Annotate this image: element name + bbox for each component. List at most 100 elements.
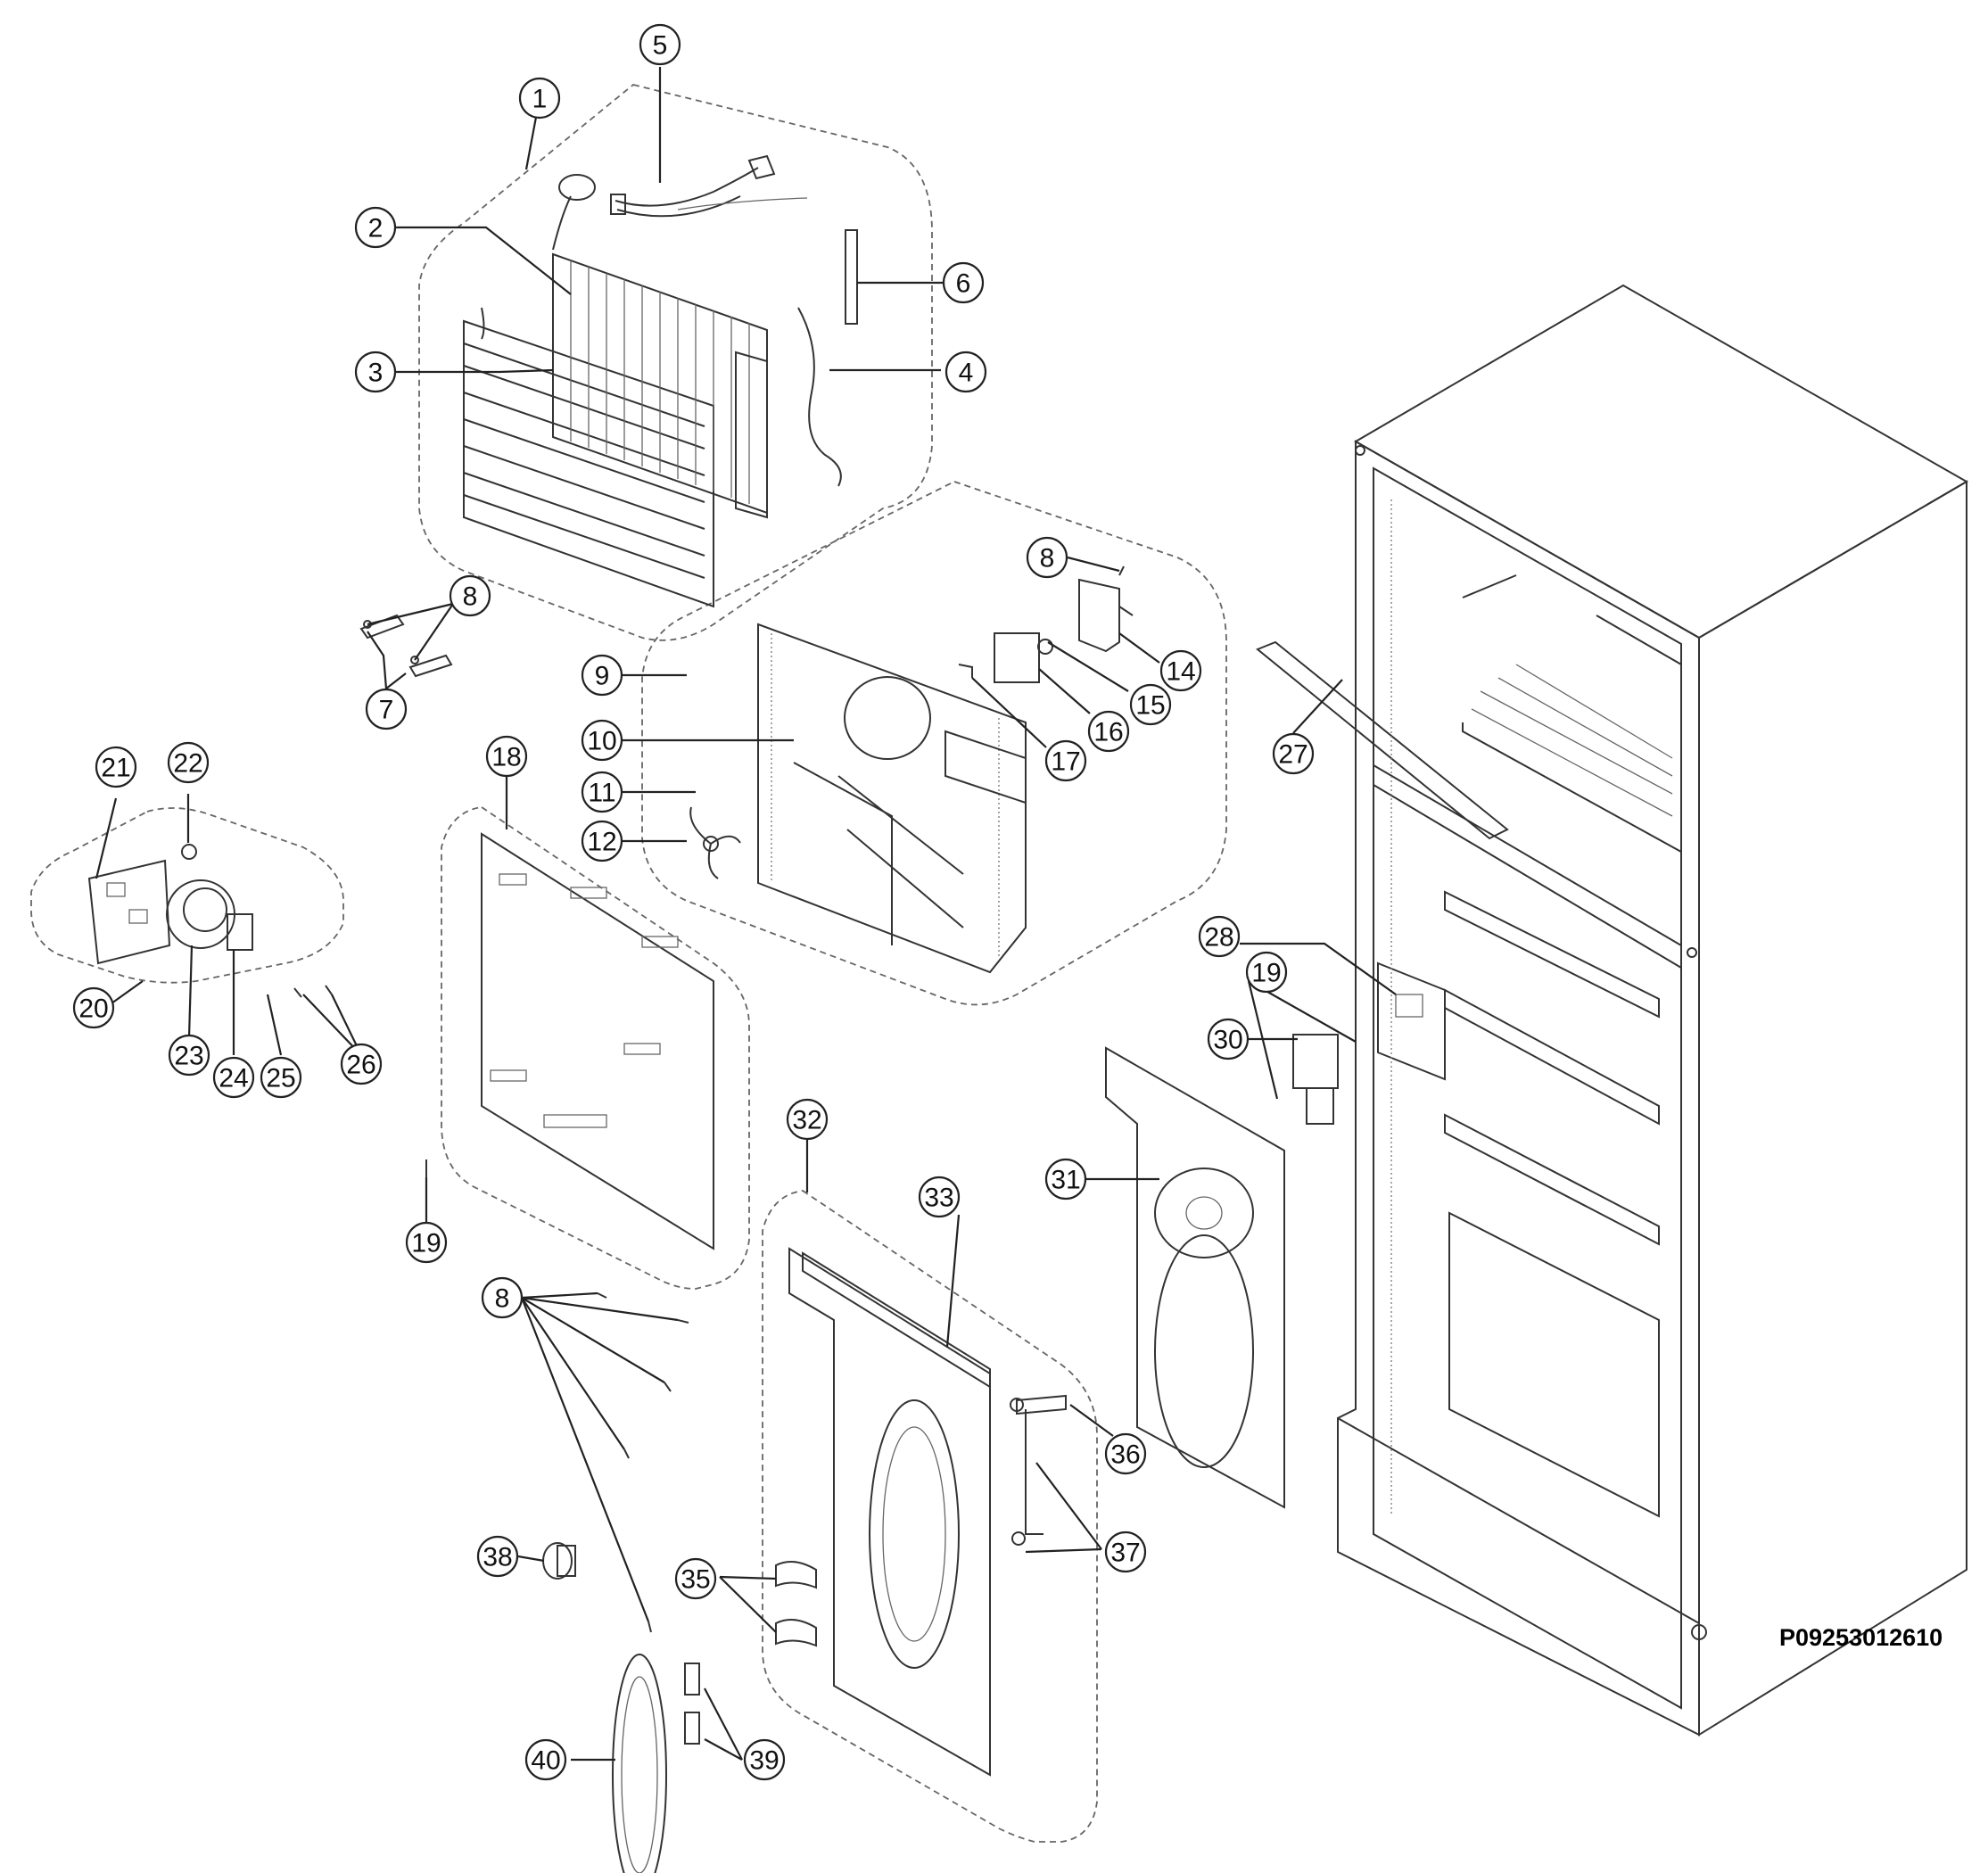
callout-4: 4 (945, 351, 987, 393)
callout-number: 8 (495, 1284, 510, 1314)
callout-25: 25 (260, 1056, 302, 1099)
callout-number: 19 (411, 1229, 441, 1258)
callout-number: 5 (653, 31, 668, 61)
callout-9: 9 (581, 654, 623, 697)
lamp-cover (612, 1654, 667, 1873)
thermostat-bracket (1078, 578, 1134, 653)
callout-11: 11 (581, 771, 623, 813)
callout-number: 3 (368, 359, 384, 388)
lamp-socket (227, 913, 253, 951)
callout-circle (945, 351, 987, 393)
callout-12: 12 (581, 820, 623, 862)
callout-circle (639, 23, 681, 66)
rubber-cap (542, 1542, 576, 1580)
callout-circle (340, 1043, 383, 1085)
callout-26: 26 (340, 1043, 383, 1085)
shelf-trim (1256, 640, 1509, 840)
callout-30: 30 (1207, 1018, 1250, 1060)
indicator-lens (181, 844, 197, 860)
fan-blade (689, 806, 741, 879)
callout-number: 30 (1213, 1026, 1242, 1055)
callout-32: 32 (786, 1098, 829, 1141)
callout-number: 12 (587, 828, 616, 857)
callout-number: 19 (1251, 959, 1281, 988)
callout-1: 1 (518, 77, 561, 120)
group-outline-fan-housing (762, 1190, 1098, 1843)
callout-19: 19 (1245, 951, 1288, 994)
callout-number: 32 (792, 1106, 821, 1135)
callout-number: 10 (587, 727, 616, 756)
callout-circle (167, 741, 210, 784)
callout-number: 36 (1110, 1440, 1140, 1470)
callout-circle (1159, 649, 1202, 692)
callout-number: 14 (1166, 657, 1195, 687)
spacers (684, 1663, 700, 1745)
callout-number: 11 (588, 779, 615, 808)
callout-circle (918, 1176, 961, 1218)
callout-number: 1 (532, 85, 548, 114)
callout-circle (786, 1098, 829, 1141)
callout-number: 33 (924, 1184, 953, 1213)
callout-circle (942, 261, 985, 304)
callout-circle (1129, 683, 1172, 726)
callout-number: 40 (531, 1746, 560, 1776)
callout-15: 15 (1129, 683, 1172, 726)
group-outline-panel (441, 806, 750, 1290)
callout-number: 6 (956, 269, 971, 299)
callout-number: 31 (1051, 1166, 1080, 1195)
callout-17: 17 (1044, 739, 1087, 782)
callout-circle (476, 1535, 519, 1578)
callout-circle (354, 351, 397, 393)
callout-circle (1044, 739, 1087, 782)
callout-circle (1104, 1531, 1147, 1573)
callout-circle (581, 820, 623, 862)
callout-circle (260, 1056, 302, 1099)
callout-20: 20 (72, 986, 115, 1029)
callout-number: 7 (379, 696, 394, 725)
callout-number: 38 (483, 1543, 512, 1572)
group-outline-evaporator-cover (641, 481, 1227, 1006)
callout-number: 26 (346, 1051, 375, 1080)
callout-number: 16 (1093, 718, 1123, 747)
fan-shroud (788, 1247, 991, 1777)
callout-number: 18 (491, 743, 521, 772)
callout-circle (1272, 732, 1315, 775)
callout-7: 7 (365, 688, 408, 730)
wire-bracket (1010, 1394, 1067, 1546)
callout-circle (581, 719, 623, 762)
callout-21: 21 (95, 746, 137, 788)
callout-circle (95, 746, 137, 788)
callout-number: 24 (219, 1064, 248, 1093)
callout-number: 35 (681, 1565, 710, 1595)
callout-40: 40 (524, 1738, 567, 1781)
drawing-code: P09253012610 (1779, 1624, 1943, 1651)
callout-number: 15 (1135, 691, 1165, 721)
screws-8-lower (597, 1292, 689, 1633)
callout-27: 27 (1272, 732, 1315, 775)
callout-number: 37 (1110, 1539, 1140, 1568)
callout-number: 8 (463, 582, 478, 612)
sensor-module (1292, 1034, 1339, 1125)
callout-number: 22 (173, 749, 202, 779)
callout-6: 6 (942, 261, 985, 304)
condenser-coil (463, 252, 768, 608)
callout-number: 39 (749, 1746, 779, 1776)
callout-2: 2 (354, 206, 397, 249)
group-outline-condenser (418, 84, 933, 641)
defrost-timer (994, 632, 1053, 683)
callout-number: 8 (1040, 544, 1055, 573)
callout-number: 9 (595, 662, 610, 691)
callout-3: 3 (354, 351, 397, 393)
callout-24: 24 (212, 1056, 255, 1099)
thermal-bar (845, 229, 858, 325)
callout-38: 38 (476, 1535, 519, 1578)
callout-18: 18 (485, 735, 528, 778)
rear-panel (481, 832, 714, 1250)
callout-19: 19 (405, 1221, 448, 1264)
callout-28: 28 (1198, 915, 1241, 958)
callout-circle (1198, 915, 1241, 958)
callout-number: 27 (1278, 740, 1307, 770)
evaporator-frame (757, 623, 1027, 974)
